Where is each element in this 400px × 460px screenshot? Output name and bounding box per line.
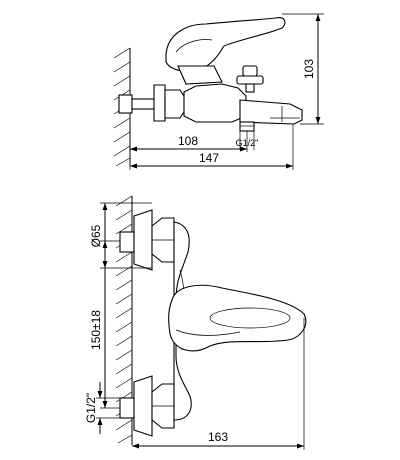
front-pipe-stub-top <box>119 231 135 253</box>
dim-length-147: 147 <box>199 151 219 165</box>
dim-thread-side: G1/2" <box>236 138 259 148</box>
dim-flange-65: Ø65 <box>89 224 103 247</box>
side-flange <box>153 84 166 122</box>
front-flange-bottom <box>133 375 153 437</box>
side-mixer-body <box>183 83 247 123</box>
dim-height-103: 103 <box>302 59 316 79</box>
side-eccentric-connector <box>131 98 155 110</box>
side-cartridge-cover <box>177 65 223 85</box>
side-shower-outlet <box>239 121 255 132</box>
dim-thread-front: G1/2" <box>84 393 98 423</box>
side-lever-handle <box>165 17 286 73</box>
side-view: 103 108 G1/2" 147 <box>113 13 324 170</box>
front-handle-cutout <box>209 307 291 329</box>
front-flange-top <box>133 209 153 271</box>
front-lever-handle <box>168 284 307 352</box>
side-pipe-stub <box>118 94 133 114</box>
side-nut <box>164 89 185 119</box>
side-diverter-knob <box>236 65 264 93</box>
front-view: Ø65 150±18 G1/2" 163 <box>84 195 307 450</box>
side-spout <box>239 99 303 125</box>
dim-length-163: 163 <box>208 430 228 444</box>
front-mixer-body <box>173 221 192 421</box>
dim-outlet-108: 108 <box>178 134 198 148</box>
dim-spacing-150: 150±18 <box>89 310 103 350</box>
front-pipe-stub-bottom <box>119 397 135 419</box>
